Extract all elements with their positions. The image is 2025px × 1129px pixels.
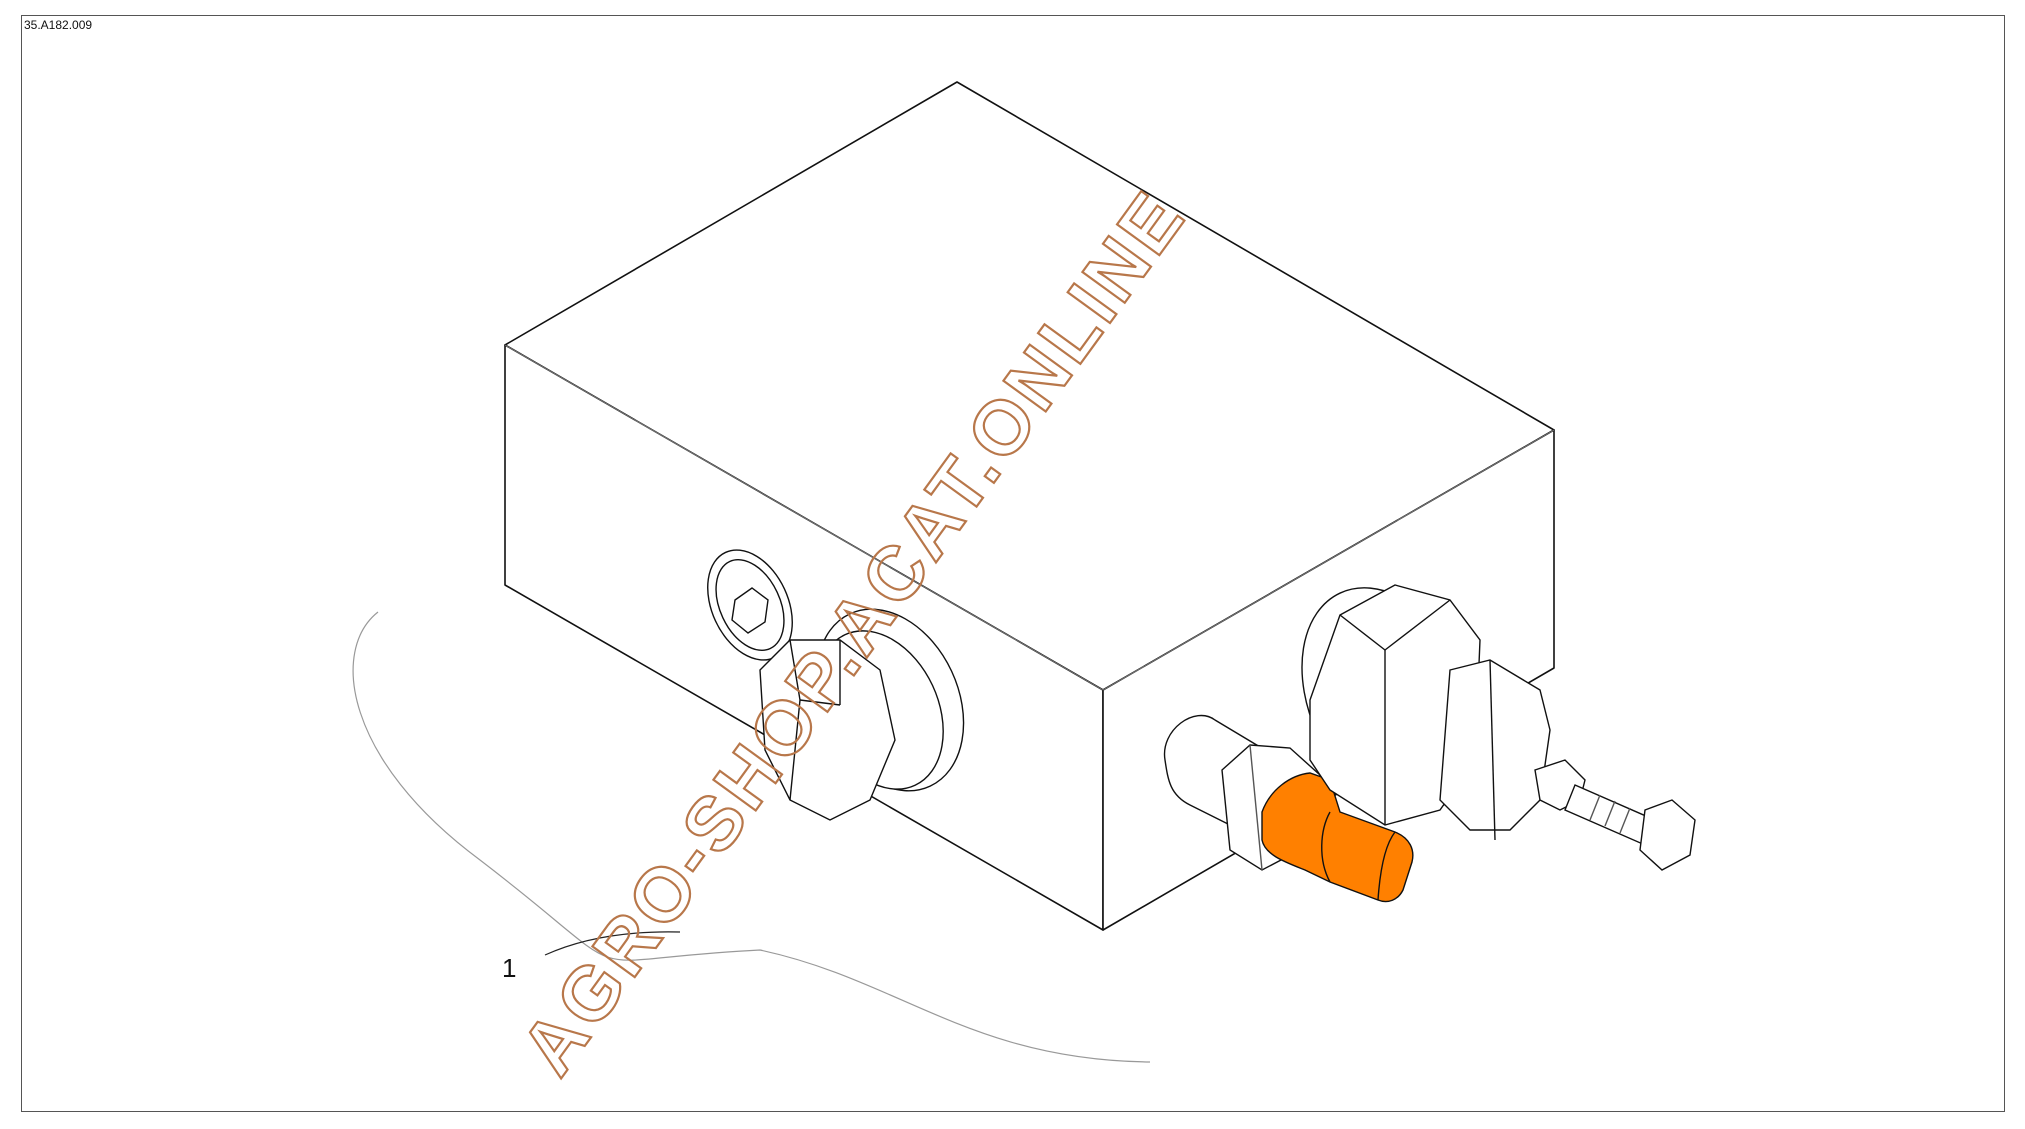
socket-head-plug xyxy=(707,549,793,661)
highlighted-sensor-connector xyxy=(1261,772,1414,903)
callout-leader-line xyxy=(544,931,681,956)
reference-code: 35.A182.009 xyxy=(24,18,93,32)
callout-leader-outline xyxy=(352,611,1151,1063)
callout-number-1: 1 xyxy=(502,953,517,983)
drawing-frame xyxy=(21,15,2005,1112)
fitting-nut-left xyxy=(759,608,965,821)
relief-valve-cartridge xyxy=(1301,584,1696,871)
